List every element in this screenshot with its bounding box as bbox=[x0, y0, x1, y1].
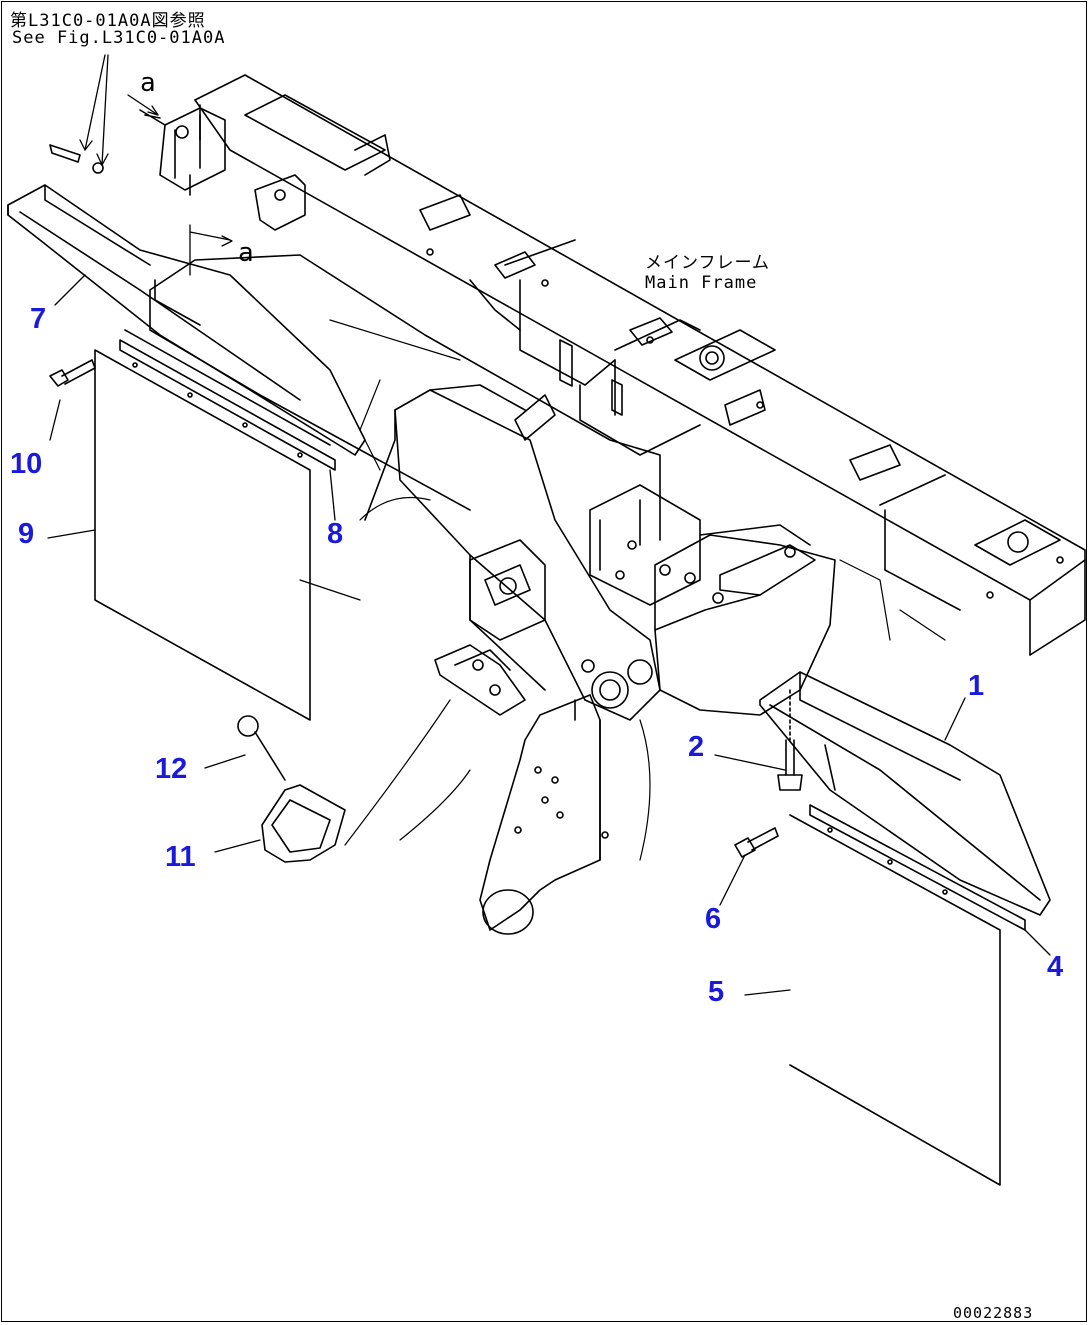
phantom-outlines bbox=[299, 319, 946, 861]
leader-lines bbox=[47, 54, 1051, 996]
callout-1: 1 bbox=[968, 670, 985, 702]
lower-link bbox=[479, 694, 609, 935]
main-frame-label-en: Main Frame bbox=[645, 273, 758, 293]
washer-and-screw bbox=[49, 144, 104, 174]
right-fender bbox=[759, 671, 1051, 916]
view-mark-a-lower: a bbox=[238, 238, 254, 268]
callout-7: 7 bbox=[30, 303, 47, 335]
right-mud-flap bbox=[789, 804, 1026, 1186]
front-bracket bbox=[139, 107, 306, 231]
trunnion-arm bbox=[149, 254, 661, 721]
callout-5: 5 bbox=[708, 976, 725, 1008]
callout-12: 12 bbox=[155, 753, 188, 785]
reference-note-en: See Fig.L31C0-01A0A bbox=[12, 28, 226, 48]
step-bracket bbox=[434, 644, 526, 716]
callout-9: 9 bbox=[18, 518, 35, 550]
callout-8: 8 bbox=[327, 518, 344, 550]
step-assembly bbox=[237, 715, 346, 863]
left-mud-flap bbox=[94, 329, 336, 721]
axle-housing bbox=[589, 484, 836, 716]
callout-11: 11 bbox=[165, 841, 196, 873]
callout-6: 6 bbox=[705, 903, 722, 935]
view-mark-a-upper: a bbox=[140, 68, 156, 98]
left-bolt bbox=[49, 359, 96, 387]
right-bolts bbox=[734, 689, 803, 858]
drawing-number: 00022883 bbox=[953, 1304, 1034, 1322]
callout-2: 2 bbox=[688, 731, 705, 763]
main-frame bbox=[194, 74, 1086, 656]
callout-10: 10 bbox=[10, 448, 43, 480]
main-frame-label-jp: メインフレーム bbox=[645, 253, 770, 273]
callout-4: 4 bbox=[1047, 951, 1064, 983]
reference-note-jp: 第L31C0-01A0A図参照 bbox=[10, 11, 206, 31]
left-fender bbox=[7, 184, 366, 456]
